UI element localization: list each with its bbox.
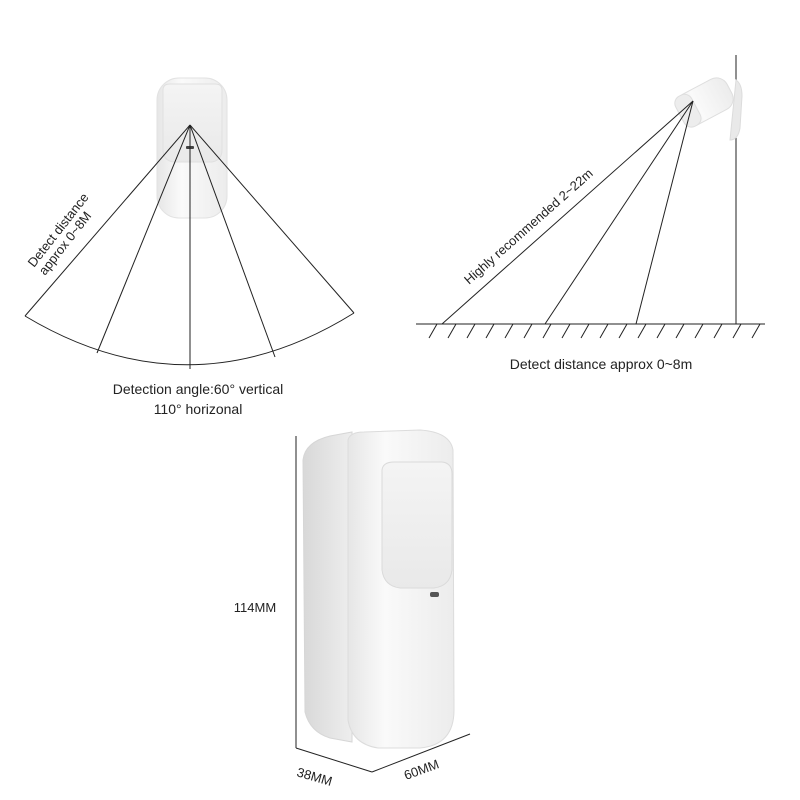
sensor-side-view <box>674 77 743 141</box>
front-detection-diagram: Detect distance approx 0~8M Detection an… <box>24 77 355 417</box>
floor-distance-label: Detect distance approx 0~8m <box>510 356 693 372</box>
side-mount-diagram: Highly recommended 2~22m Detect distance… <box>416 55 765 372</box>
depth-dimension: 38MM <box>295 764 334 788</box>
sensor-product-image <box>302 429 455 749</box>
detection-fan <box>24 124 355 369</box>
dimension-lines <box>295 436 471 773</box>
device-dimension-view: 114MM 38MM 60MM <box>234 429 471 789</box>
detection-rays <box>441 100 694 325</box>
detection-angle-line2: 110° horizonal <box>154 401 243 417</box>
width-dimension: 60MM <box>402 756 441 782</box>
sensor-front-view <box>156 77 228 219</box>
detection-angle-line1: Detection angle:60° vertical <box>113 381 284 397</box>
floor-hatching <box>428 323 761 339</box>
led-indicator <box>430 592 439 597</box>
recommended-range-label: Highly recommended 2~22m <box>461 166 596 288</box>
height-dimension: 114MM <box>234 600 276 615</box>
